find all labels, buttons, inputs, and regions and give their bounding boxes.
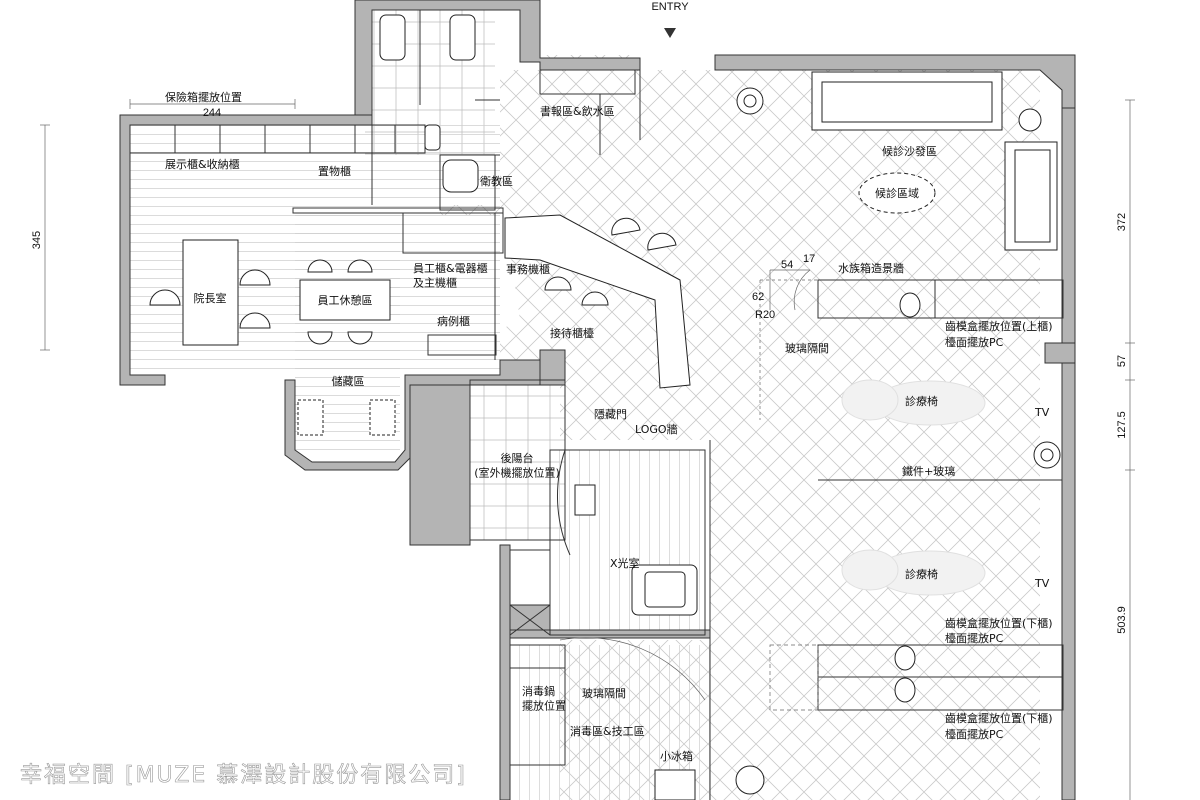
safe-position-label: 保險箱擺放位置 [165, 90, 242, 104]
waiting-area-label: 候診區域 [875, 186, 919, 200]
iron-glass-label: 鐵件+玻璃 [902, 464, 955, 478]
dim-right-2: 57 [1116, 355, 1128, 367]
tv-1-label: TV [1034, 406, 1050, 419]
watermark: 幸福空間 [MUZE 慕澤設計股份有限公司] [20, 763, 467, 788]
tv-2-label: TV [1034, 577, 1050, 590]
room-labels: ENTRY 345 244 372 57 127.5 503.9 54 17 6… [20, 1, 1128, 788]
dim-right-1: 372 [1116, 213, 1128, 231]
pc-surface-2-label: 檯面擺放PC [945, 631, 1004, 645]
reading-water-label: 書報區&飲水區 [540, 104, 615, 118]
entry-label: ENTRY [651, 1, 689, 13]
dim-left: 345 [31, 231, 43, 249]
xray-room-label: X光室 [610, 556, 640, 570]
dim-top: 244 [203, 107, 221, 119]
walls [119, 0, 1076, 800]
hygiene-label: 衛教區 [480, 175, 513, 188]
staff-cabinet-label: 員工櫃&電器櫃及主機櫃 [413, 261, 488, 289]
mold-upper-label: 齒模盒擺放位置(上櫃) [945, 319, 1053, 333]
mold-lower-2-label: 齒模盒擺放位置(下櫃) [945, 711, 1053, 725]
glass-partition-1-label: 玻璃隔間 [785, 341, 829, 355]
dental-chair-2-label: 診療椅 [905, 567, 938, 581]
dim-right-4: 503.9 [1116, 606, 1128, 634]
staff-lounge-label: 員工休憩區 [318, 293, 373, 307]
small-fridge-label: 小冰箱 [660, 749, 693, 763]
hidden-door-label: 隱藏門 [594, 407, 627, 421]
dental-chair-1-label: 診療椅 [905, 394, 938, 408]
mold-lower-1-label: 齒模盒擺放位置(下櫃) [945, 616, 1053, 630]
storage-room-label: 儲藏區 [332, 375, 365, 388]
dim-angle-3: 62 [752, 291, 764, 303]
dim-right-3: 127.5 [1116, 411, 1128, 439]
dim-radius: R20 [755, 309, 775, 321]
directors-office-label: 院長室 [194, 291, 227, 305]
reception-counter-label: 接待櫃檯 [550, 326, 594, 340]
office-machine-label: 事務機櫃 [506, 262, 550, 276]
entry-arrow-icon [664, 28, 676, 38]
furniture [149, 14, 1061, 800]
dimension-lines [40, 99, 1135, 800]
interior-lines [129, 10, 1064, 800]
pc-surface-1-label: 檯面擺放PC [945, 335, 1004, 349]
dim-angle-1: 54 [781, 259, 793, 271]
sterile-tech-label: 消毒區&技工區 [570, 724, 645, 738]
pc-surface-3-label: 檯面擺放PC [945, 727, 1004, 741]
display-cabinet-label: 展示櫃&收納櫃 [165, 157, 240, 171]
logo-wall-label: LOGO牆 [635, 422, 678, 436]
back-balcony-label: 後陽台(室外機擺放位置) [474, 451, 560, 479]
storage-cabinet-label: 置物櫃 [318, 164, 351, 178]
sterilizer-pos-label: 消毒鍋擺放位置 [522, 684, 566, 712]
records-cabinet-label: 病例櫃 [437, 314, 470, 328]
glass-partition-2-label: 玻璃隔間 [582, 686, 626, 700]
aquarium-wall-label: 水族箱造景牆 [838, 261, 904, 275]
dim-angle-2: 17 [803, 253, 815, 265]
waiting-sofa-label: 候診沙發區 [882, 144, 937, 158]
